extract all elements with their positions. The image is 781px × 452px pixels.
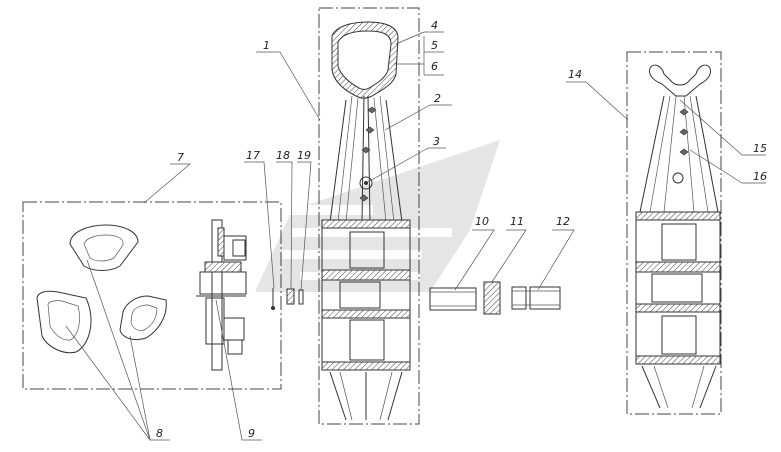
leader-lines [65, 31, 766, 441]
tire-section [331, 21, 399, 99]
callout-labels: 1 2 3 4 5 6 7 8 9 10 11 12 14 15 16 17 1… [156, 19, 767, 440]
pin-17 [271, 288, 275, 310]
hub-body [321, 219, 411, 421]
callout-10: 10 [475, 215, 489, 228]
callout-14: 14 [568, 68, 582, 81]
frame-1 [318, 7, 420, 425]
callout-11: 11 [510, 215, 524, 228]
hub-body-right [635, 211, 721, 409]
lobed-plate-top [69, 224, 139, 271]
rim-flange-right [639, 64, 719, 213]
callout-5: 5 [431, 39, 438, 52]
flange-bracket-assembly [196, 219, 247, 371]
callout-2: 2 [434, 92, 441, 105]
callout-9: 9 [248, 427, 255, 440]
callout-7: 7 [177, 151, 184, 164]
lobed-plate-left [36, 290, 92, 354]
callout-16: 16 [753, 170, 767, 183]
spacer-11 [483, 281, 501, 315]
bushing-10 [429, 287, 477, 311]
callout-17: 17 [246, 149, 260, 162]
washer-19 [298, 289, 304, 305]
callout-15: 15 [753, 142, 767, 155]
callout-18: 18 [276, 149, 290, 162]
callout-1: 1 [263, 39, 270, 52]
frame-7 [22, 201, 282, 390]
nut-18 [286, 288, 295, 305]
callout-6: 6 [431, 60, 438, 73]
callout-3: 3 [433, 135, 440, 148]
callout-12: 12 [556, 215, 570, 228]
callout-19: 19 [297, 149, 311, 162]
lobed-plate-right [119, 295, 167, 341]
bushing-12 [511, 286, 561, 310]
callout-8: 8 [156, 427, 163, 440]
callout-4: 4 [431, 19, 438, 32]
frame-14 [626, 51, 722, 415]
rim-web [329, 95, 403, 223]
